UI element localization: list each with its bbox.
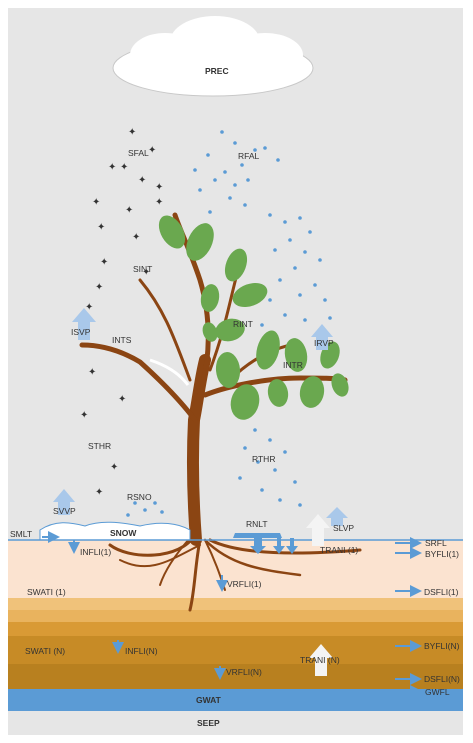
- svg-text:✦: ✦: [138, 175, 146, 186]
- label-ints: INTS: [112, 335, 132, 345]
- svg-text:✦: ✦: [125, 205, 133, 216]
- label-rthr: RTHR: [252, 454, 275, 464]
- svg-text:✦: ✦: [95, 282, 103, 293]
- label-slvp: SLVP: [333, 523, 354, 533]
- label-byfl1: BYFLI(1): [425, 549, 459, 559]
- label-gwat: GWAT: [196, 695, 222, 705]
- svg-text:✦: ✦: [118, 394, 126, 405]
- label-gwfl: GWFL: [425, 687, 450, 697]
- label-dsfl1: DSFLI(1): [424, 587, 459, 597]
- svg-text:✦: ✦: [100, 257, 108, 268]
- svg-text:✦: ✦: [88, 367, 96, 378]
- label-rnlt: RNLT: [246, 519, 268, 529]
- svg-text:✦: ✦: [155, 197, 163, 208]
- label-intr: INTR: [283, 360, 303, 370]
- svg-text:✦: ✦: [80, 410, 88, 421]
- label-prec: PREC: [205, 66, 229, 76]
- svg-text:✦: ✦: [108, 162, 116, 173]
- svg-text:✦: ✦: [132, 232, 140, 243]
- label-trann: TRANI (N): [300, 655, 340, 665]
- label-infl1: INFLI(1): [80, 547, 111, 557]
- label-sthr: STHR: [88, 441, 111, 451]
- label-seep: SEEP: [197, 718, 220, 728]
- soil-layer-1: [8, 598, 463, 610]
- label-srfl: SRFL: [425, 538, 447, 548]
- label-isvp: ISVP: [71, 327, 91, 337]
- label-infln: INFLI(N): [125, 646, 158, 656]
- label-svvp: SVVP: [53, 506, 76, 516]
- svg-text:✦: ✦: [120, 162, 128, 173]
- label-tran1: TRANI (1): [320, 545, 358, 555]
- label-sfal: SFAL: [128, 148, 149, 158]
- soil-profile: [8, 540, 463, 711]
- soil-layer-3: [8, 622, 463, 636]
- label-vrfln: VRFLI(N): [226, 667, 262, 677]
- svg-text:✦: ✦: [148, 145, 156, 156]
- label-rsno: RSNO: [127, 492, 152, 502]
- label-swat1: SWATI (1): [27, 587, 66, 597]
- svg-text:✦: ✦: [155, 182, 163, 193]
- label-rint: RINT: [233, 319, 253, 329]
- label-byfln: BYFLI(N): [424, 641, 460, 651]
- svg-text:✦: ✦: [128, 127, 136, 138]
- label-dsfln: DSFLI(N): [424, 674, 460, 684]
- label-swatn: SWATI (N): [25, 646, 65, 656]
- label-irvp: IRVP: [314, 338, 334, 348]
- label-rfal: RFAL: [238, 151, 260, 161]
- label-smlt: SMLT: [10, 529, 32, 539]
- svg-text:✦: ✦: [92, 197, 100, 208]
- soil-layer-4: [8, 636, 463, 664]
- label-snow: SNOW: [110, 528, 137, 538]
- label-sint: SINT: [133, 264, 152, 274]
- label-vrfl1: VRFLI(1): [227, 579, 262, 589]
- svg-text:✦: ✦: [110, 462, 118, 473]
- svg-text:✦: ✦: [97, 222, 105, 233]
- soil-layer-2: [8, 610, 463, 622]
- groundwater-layer: [8, 689, 463, 711]
- svg-text:✦: ✦: [95, 487, 103, 498]
